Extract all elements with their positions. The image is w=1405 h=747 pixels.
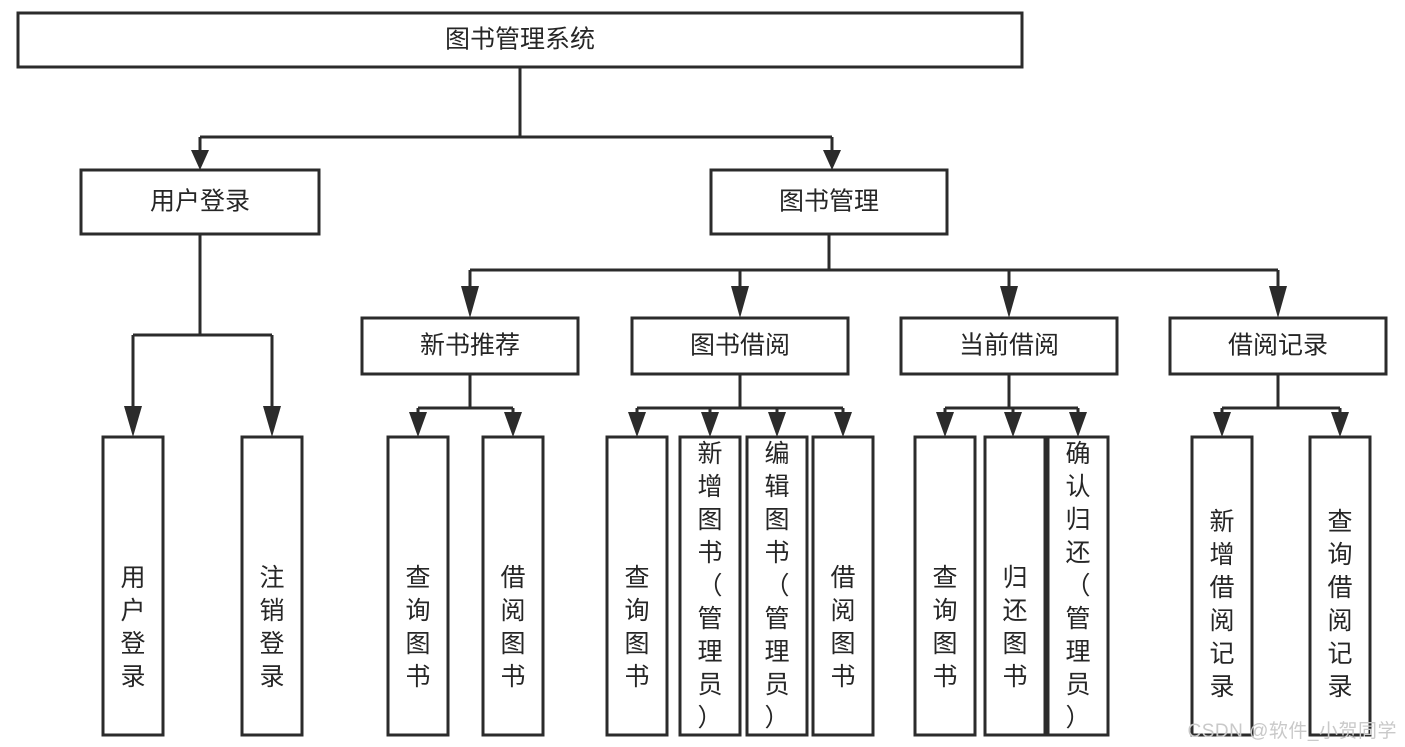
arrow-head-leaf-confirm-return [1069, 412, 1087, 437]
node-leaf-add-book[interactable]: 新增图书（管理员） [678, 435, 742, 737]
leaf-query-book-recommend-box[interactable] [386, 435, 450, 737]
arrow-head-new-book-recommend [461, 286, 479, 318]
leaf-borrow-book-label: 借阅图书 [830, 564, 855, 691]
arrow-head-leaf-query-book-borrow [628, 412, 646, 437]
leaf-borrow-book-box[interactable] [811, 435, 875, 737]
node-leaf-confirm-return[interactable]: 确认归还（管理员） [1046, 435, 1110, 737]
leaf-return-book-label: 归还图书 [1002, 564, 1027, 691]
node-leaf-return-book[interactable]: 归还图书 [983, 435, 1047, 737]
arrow-head-leaf-borrow-book [834, 412, 852, 437]
leaf-query-book-current-label: 查询图书 [932, 564, 957, 691]
borrow-record-box[interactable] [1168, 316, 1388, 376]
arrow-head-leaf-add-book [701, 412, 719, 437]
node-leaf-query-book-borrow[interactable]: 查询图书 [605, 435, 669, 737]
node-root[interactable]: 图书管理系统 [16, 11, 1024, 69]
leaf-add-borrow-record-label: 新增借阅记录 [1209, 508, 1234, 701]
arrow-head-leaf-add-borrow-record [1213, 412, 1231, 437]
leaf-confirm-return-box[interactable] [1046, 435, 1110, 737]
root-box[interactable] [16, 11, 1024, 69]
node-leaf-query-borrow-record[interactable]: 查询借阅记录 [1308, 435, 1372, 737]
node-leaf-user-login[interactable]: 用户登录 [101, 435, 165, 737]
node-book-borrow[interactable]: 图书借阅 [630, 316, 850, 376]
node-borrow-record[interactable]: 借阅记录 [1168, 316, 1388, 376]
leaf-query-book-current-box[interactable] [913, 435, 977, 737]
new-book-recommend-label: 新书推荐 [420, 332, 520, 360]
book-management-box[interactable] [709, 168, 949, 236]
node-new-book-recommend[interactable]: 新书推荐 [360, 316, 580, 376]
node-leaf-query-book-recommend[interactable]: 查询图书 [386, 435, 450, 737]
arrow-head-book-borrow [731, 286, 749, 318]
leaf-borrow-book-recommend-box[interactable] [481, 435, 545, 737]
node-leaf-borrow-book[interactable]: 借阅图书 [811, 435, 875, 737]
node-leaf-edit-book[interactable]: 编辑图书（管理员） [745, 435, 809, 737]
book-management-label: 图书管理 [779, 188, 879, 216]
arrow-head-leaf-user-logout [263, 406, 281, 437]
new-book-recommend-box[interactable] [360, 316, 580, 376]
node-current-borrow[interactable]: 当前借阅 [899, 316, 1119, 376]
arrow-head-book-management [823, 150, 841, 170]
user-login-box[interactable] [79, 168, 321, 236]
node-leaf-borrow-book-recommend[interactable]: 借阅图书 [481, 435, 545, 737]
arrow-head-leaf-user-login [124, 406, 142, 437]
arrow-head-leaf-query-book-recommend [409, 412, 427, 437]
connector-layer [124, 67, 1349, 437]
leaf-user-logout-box[interactable] [240, 435, 304, 737]
leaf-query-book-recommend-label: 查询图书 [405, 564, 430, 691]
arrow-head-leaf-return-book [1004, 412, 1022, 437]
arrow-head-leaf-borrow-book-recommend [504, 412, 522, 437]
leaf-edit-book-label: 编辑图书（管理员） [764, 440, 789, 732]
leaf-query-book-borrow-label: 查询图书 [624, 564, 649, 691]
leaf-return-book-box[interactable] [983, 435, 1047, 737]
book-borrow-box[interactable] [630, 316, 850, 376]
leaf-borrow-book-recommend-label: 借阅图书 [500, 564, 525, 691]
leaf-confirm-return-label: 确认归还（管理员） [1065, 440, 1090, 732]
arrow-head-leaf-query-book-current [936, 412, 954, 437]
leaf-node-layer: 用户登录 注销登录 查询图书 借阅图书 查询图书 新增图书（管理员） [101, 435, 1372, 737]
leaf-add-borrow-record-box[interactable] [1190, 435, 1254, 737]
leaf-query-borrow-record-box[interactable] [1308, 435, 1372, 737]
arrow-head-leaf-edit-book [768, 412, 786, 437]
current-borrow-box[interactable] [899, 316, 1119, 376]
leaf-user-login-label: 用户登录 [120, 564, 145, 691]
leaf-user-logout-label: 注销登录 [259, 564, 284, 691]
arrow-head-user-login [191, 150, 209, 170]
node-leaf-add-borrow-record[interactable]: 新增借阅记录 [1190, 435, 1254, 737]
arrow-head-current-borrow [1000, 286, 1018, 318]
current-borrow-label: 当前借阅 [959, 332, 1059, 360]
arrow-head-leaf-query-borrow-record [1331, 412, 1349, 437]
arrow-head-borrow-record [1269, 286, 1287, 318]
node-leaf-user-logout[interactable]: 注销登录 [240, 435, 304, 737]
user-login-label: 用户登录 [150, 188, 250, 216]
root-label: 图书管理系统 [445, 26, 595, 54]
leaf-query-book-borrow-box[interactable] [605, 435, 669, 737]
node-user-login[interactable]: 用户登录 [79, 168, 321, 236]
book-borrow-label: 图书借阅 [690, 332, 790, 360]
borrow-record-label: 借阅记录 [1228, 332, 1328, 360]
leaf-query-borrow-record-label: 查询借阅记录 [1327, 508, 1352, 701]
leaf-add-book-label: 新增图书（管理员） [697, 440, 722, 732]
node-leaf-query-book-current[interactable]: 查询图书 [913, 435, 977, 737]
node-book-management[interactable]: 图书管理 [709, 168, 949, 236]
leaf-add-book-box[interactable] [678, 435, 742, 737]
leaf-user-login-box[interactable] [101, 435, 165, 737]
leaf-edit-book-box[interactable] [745, 435, 809, 737]
